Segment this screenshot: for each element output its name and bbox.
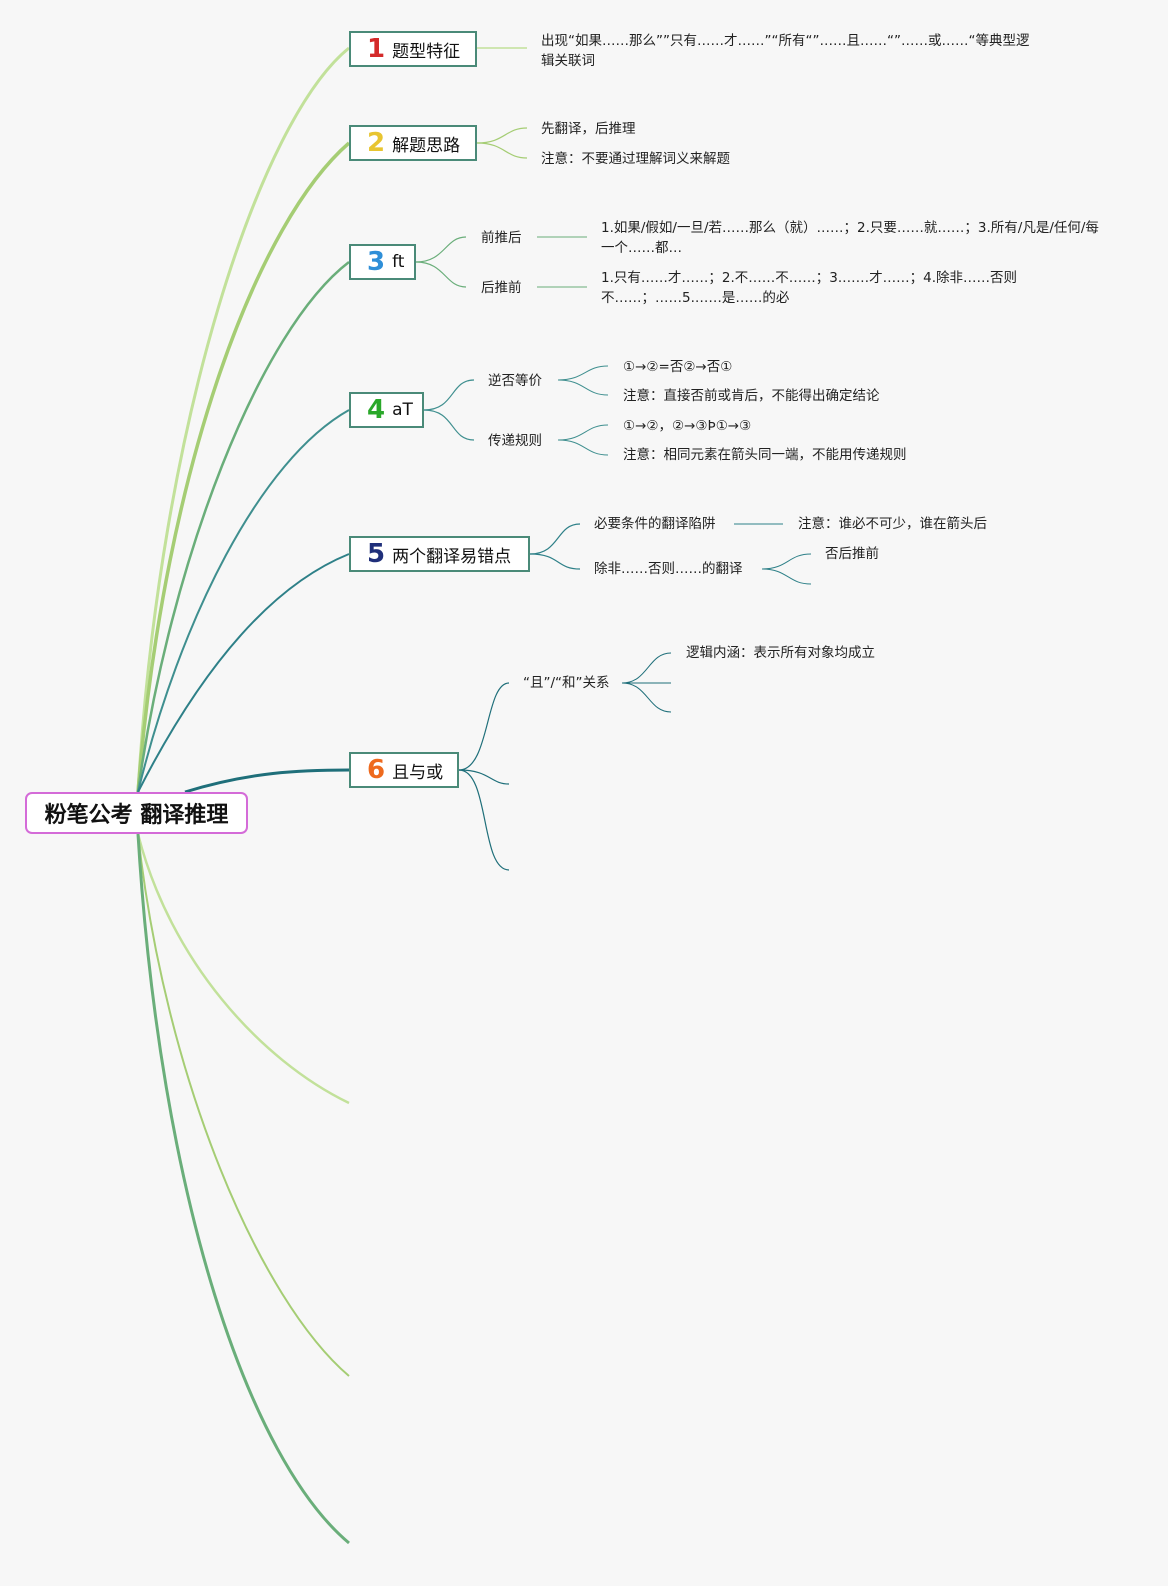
topic-4-sub-1-detail-2[interactable]: 注意：直接否前或肯后，不能得出确定结论 [623,388,880,404]
topic-4[interactable]: 4 aT [349,392,424,428]
root-topic[interactable]: 粉笔公考 翻译推理 [25,792,248,834]
topic-3-sub-2-detail[interactable]: 1.只有……才……；2.不……不……；3.……才……；4.除非……否则不……；…… [601,270,1018,306]
topic-6-sub-1[interactable]: “且”/“和”关系 [523,675,610,691]
topic-5-sub-2[interactable]: 除非……否则……的翻译 [594,561,743,577]
topic-1[interactable]: 1 题型特征 [349,31,477,67]
topic-5-sub-1-detail[interactable]: 注意：谁必不可少，谁在箭头后 [798,516,987,532]
topic-4-sub-1-detail-1[interactable]: ①→②=否②→否① [623,359,733,375]
topic-6-label: 且与或 [392,762,444,783]
topic-1-number: 1 [367,34,386,64]
branch-line-2 [136,141,351,793]
topic-4-sub-2-detail-2[interactable]: 注意：相同元素在箭头同一端，不能用传递规则 [623,447,907,463]
topic-2-label: 解题思路 [392,135,461,156]
topic-4-sub-1[interactable]: 逆否等价 [488,373,542,389]
topic-3-sub-1[interactable]: 前推后 [481,230,522,246]
branch-line-6 [184,768,350,794]
branch-line-3 [136,261,350,793]
topic-2-detail-2[interactable]: 注意：不要通过理解词义来解题 [541,151,730,167]
topic-6-sub-1-detail[interactable]: 逻辑内涵：表示所有对象均成立 [686,645,875,661]
topic-2[interactable]: 2 解题思路 [349,125,477,161]
topic-6-number: 6 [367,755,386,785]
topic-5-number: 5 [367,539,386,569]
topic-3-sub-1-detail[interactable]: 1.如果/假如/一旦/若……那么（就）……；2.只要……就……；3.所有/凡是/… [601,220,1099,256]
topic-3-sub-2[interactable]: 后推前 [481,280,522,296]
branch-line-empty-1 [136,833,350,1105]
topic-1-label: 题型特征 [392,41,461,62]
branch-line-4 [137,409,350,793]
branch-line-5 [137,553,350,793]
topic-5[interactable]: 5 两个翻译易错点 [349,536,530,572]
topic-5-label: 两个翻译易错点 [392,546,512,567]
topic-2-number: 2 [367,128,386,158]
branch-line-empty-3 [136,833,350,1545]
topic-3-number: 3 [367,247,386,277]
topic-4-number: 4 [367,395,386,425]
topic-5-sub-2-detail[interactable]: 否后推前 [825,546,879,562]
topic-3[interactable]: 3 ft [349,244,416,280]
topic-6[interactable]: 6 且与或 [349,752,459,788]
topic-3-label: ft [392,252,405,272]
branch-line-1 [136,46,350,793]
topic-4-sub-2[interactable]: 传递规则 [488,433,542,449]
topic-2-detail-1[interactable]: 先翻译，后推理 [541,121,636,137]
topic-1-detail[interactable]: 出现“如果……那么””只有……才……”“所有“”……且……“”……或……“等典型… [541,33,1030,69]
topic-4-sub-2-detail-1[interactable]: ①→②，②→③Þ①→③ [623,418,752,434]
topic-4-label: aT [392,400,413,420]
branch-line-empty-2 [137,833,350,1377]
topic-5-sub-1[interactable]: 必要条件的翻译陷阱 [594,516,716,532]
